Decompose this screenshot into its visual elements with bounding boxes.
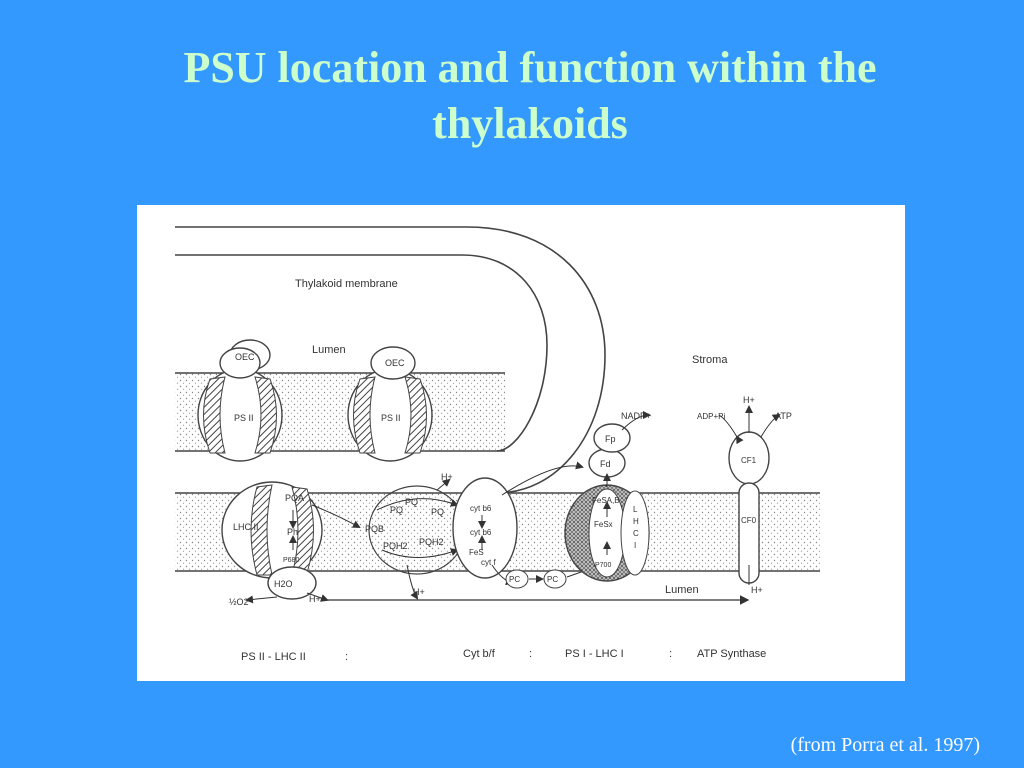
- label-half-o2: ½O2: [229, 597, 249, 607]
- label-lumen-top: Lumen: [312, 344, 346, 356]
- label-lhci-i: I: [634, 541, 636, 550]
- label-fp: Fp: [605, 434, 616, 444]
- label-lhci-h: H: [633, 517, 639, 526]
- label-lhci-l: L: [633, 505, 638, 514]
- psii-lhcii-complex: [221, 481, 361, 604]
- label-h-plus-pq-top: H+: [441, 472, 453, 482]
- pc-carriers: [505, 565, 597, 589]
- source-caption: (from Porra et al. 1997): [790, 734, 980, 756]
- footer-colon-1: :: [345, 651, 348, 663]
- label-pc-1: PC: [509, 575, 520, 584]
- label-cytb6-1: cyt b6: [470, 504, 492, 513]
- slide-title-line1: PSU location and function within the: [183, 43, 877, 92]
- slide-title-line2: thylakoids: [432, 99, 628, 148]
- label-pqb: PQB: [365, 524, 384, 534]
- label-pq-3: PQ: [431, 507, 444, 517]
- label-psii-1: PS II: [234, 413, 254, 423]
- psii-complex-top-2: [347, 346, 433, 462]
- label-thylakoid-membrane: Thylakoid membrane: [295, 278, 398, 290]
- label-lhcii: LHC II: [233, 522, 259, 532]
- label-p680: P680: [283, 557, 299, 564]
- label-fesab: FeSA,B: [592, 496, 620, 505]
- label-pq-2: PQ: [405, 497, 418, 507]
- footer-colon-3: :: [669, 648, 672, 660]
- label-fes: FeS: [469, 548, 484, 557]
- label-cf0: CF0: [741, 516, 757, 525]
- psii-complex-top-1: [197, 339, 283, 462]
- label-fd: Fd: [600, 459, 611, 469]
- label-cf1: CF1: [741, 456, 757, 465]
- label-p700: P700: [595, 562, 611, 569]
- label-h2o: H2O: [274, 579, 293, 589]
- footer-psii-lhcii: PS II - LHC II: [241, 651, 306, 663]
- label-stroma: Stroma: [692, 354, 728, 366]
- label-oec-2: OEC: [385, 358, 405, 368]
- label-pq-1: PQ: [390, 505, 403, 515]
- footer-psi-lhci: PS I - LHC I: [565, 648, 624, 660]
- label-atp: ATP: [775, 411, 792, 421]
- slide-title: PSU location and function within the thy…: [100, 40, 960, 152]
- atp-synthase-complex: [718, 405, 781, 585]
- label-adp-pi: ADP+Pi: [697, 412, 725, 421]
- thylakoid-diagram: Thylakoid membrane Lumen Stroma Lumen OE…: [137, 205, 905, 681]
- label-cytf: cyt f: [481, 558, 496, 567]
- label-h-plus-cf-bottom: H+: [751, 585, 763, 595]
- label-pqa: PQA: [285, 493, 304, 503]
- label-pqh2-1: PQH2: [383, 541, 408, 551]
- footer-atp-synthase: ATP Synthase: [697, 648, 766, 660]
- cyt-bf-complex: [452, 461, 584, 586]
- label-cytb6-2: cyt b6: [470, 528, 492, 537]
- label-oec-1: OEC: [235, 352, 255, 362]
- label-lhci-c: C: [633, 529, 639, 538]
- label-h-plus-psii: H+: [309, 594, 321, 604]
- psi-lhci-complex: [564, 411, 651, 582]
- label-lumen-bottom: Lumen: [665, 584, 699, 596]
- label-pc-2: PC: [547, 575, 558, 584]
- label-h-plus-lumen: H+: [413, 587, 425, 597]
- label-h-plus-cf-top: H+: [743, 395, 755, 405]
- label-nadp: NADP+: [621, 411, 651, 421]
- label-psii-2: PS II: [381, 413, 401, 423]
- label-ph: Ph: [287, 527, 298, 537]
- footer-colon-2: :: [529, 648, 532, 660]
- label-pqh2-2: PQH2: [419, 537, 444, 547]
- label-fesx: FeSx: [594, 520, 613, 529]
- footer-cyt-bf: Cyt b/f: [463, 648, 496, 660]
